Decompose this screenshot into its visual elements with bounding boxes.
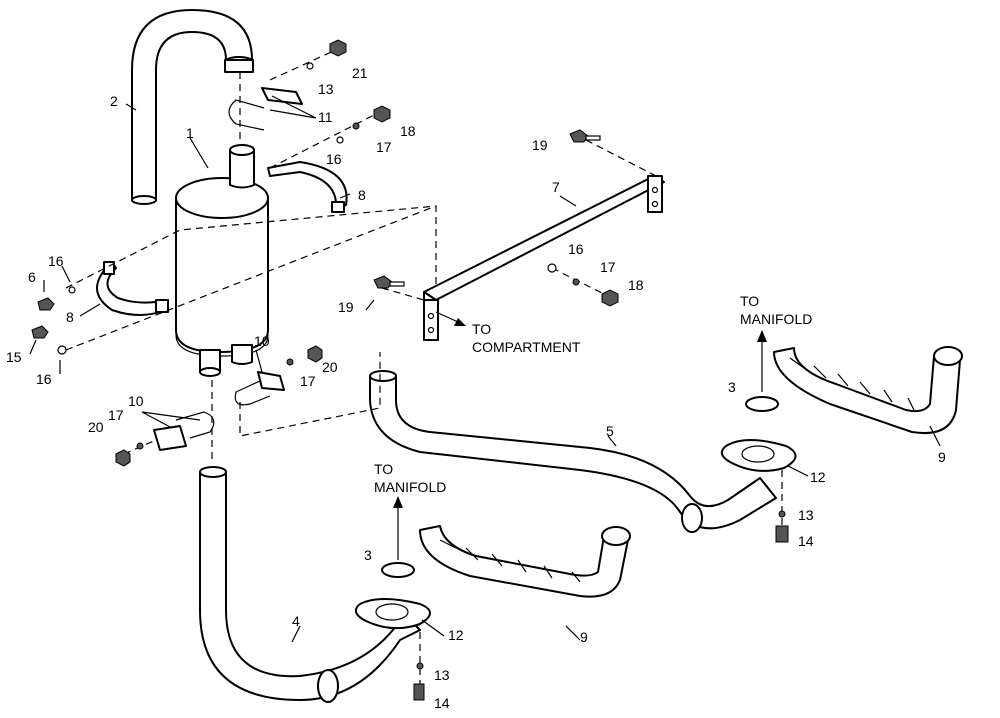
callout-13: 13 xyxy=(318,81,334,97)
u-bolt-clamp-upper xyxy=(228,87,303,131)
to-compartment-label-line1: TO xyxy=(472,321,491,337)
exhaust-pipe-lower xyxy=(199,466,421,703)
assembly-lines xyxy=(65,47,783,690)
callout-1: 1 xyxy=(186,125,194,141)
callout-19: 19 xyxy=(338,299,354,315)
callout-2: 2 xyxy=(110,93,118,109)
callout-10: 10 xyxy=(128,393,144,409)
callout-3: 3 xyxy=(728,379,736,395)
callout-12: 12 xyxy=(810,469,826,485)
exhaust-pipe-right xyxy=(369,370,777,533)
callout-12: 12 xyxy=(448,627,464,643)
insulated-pipe-center xyxy=(419,525,631,598)
callout-17: 17 xyxy=(300,373,316,389)
to-compartment-arrow xyxy=(435,311,466,326)
callout-10: 10 xyxy=(254,333,270,349)
gasket-center xyxy=(381,562,415,578)
callout-7: 7 xyxy=(552,179,560,195)
stack-pipe xyxy=(131,9,254,205)
flange-right xyxy=(720,439,797,472)
callout-16: 16 xyxy=(568,241,584,257)
callout-18: 18 xyxy=(628,277,644,293)
callout-20: 20 xyxy=(88,419,104,435)
callout-11: 11 xyxy=(318,109,333,125)
leader-lines xyxy=(29,95,941,643)
callout-5: 5 xyxy=(606,423,614,439)
callout-8: 8 xyxy=(358,187,366,203)
callout-19: 19 xyxy=(532,137,548,153)
muffler xyxy=(175,144,269,377)
callout-8: 8 xyxy=(66,309,74,325)
callout-9: 9 xyxy=(580,629,588,645)
direction-notes: TO MANIFOLD TO MANIFOLD TO COMPARTMENT xyxy=(374,293,812,495)
to-manifold-label-right-line1: TO xyxy=(740,293,759,309)
callout-16: 16 xyxy=(326,151,342,167)
callout-9: 9 xyxy=(938,449,946,465)
muffler-strap-upper xyxy=(267,161,348,213)
callout-21: 21 xyxy=(352,65,368,81)
callout-4: 4 xyxy=(292,613,300,629)
callout-20: 20 xyxy=(322,359,338,375)
gasket-right xyxy=(745,396,779,412)
to-manifold-label-center-line1: TO xyxy=(374,461,393,477)
to-manifold-label-right-line2: MANIFOLD xyxy=(740,311,812,327)
callout-17: 17 xyxy=(600,259,616,275)
callout-14: 14 xyxy=(798,533,814,549)
callout-17: 17 xyxy=(376,139,392,155)
mounting-bracket xyxy=(423,175,665,341)
insulated-pipe-right xyxy=(773,346,963,434)
callout-3: 3 xyxy=(364,547,372,563)
flange-lower xyxy=(354,598,431,630)
to-manifold-arrow-right xyxy=(757,330,767,392)
callout-17: 17 xyxy=(108,407,124,423)
callout-numbers: 1 2 3 3 4 5 6 7 8 8 9 9 10 10 11 12 12 1… xyxy=(6,65,946,711)
callout-16: 16 xyxy=(36,371,52,387)
callout-13: 13 xyxy=(798,507,814,523)
callout-6: 6 xyxy=(28,269,36,285)
to-manifold-label-center-line2: MANIFOLD xyxy=(374,479,446,495)
callout-13: 13 xyxy=(434,667,450,683)
hardware xyxy=(31,39,789,701)
callout-15: 15 xyxy=(6,349,22,365)
callout-18: 18 xyxy=(400,123,416,139)
to-manifold-arrow-center xyxy=(393,496,403,560)
callout-14: 14 xyxy=(434,695,450,711)
callout-16: 16 xyxy=(48,253,64,269)
to-compartment-label-line2: COMPARTMENT xyxy=(472,339,581,355)
muffler-strap-lower xyxy=(96,261,169,316)
u-bolt-clamp-middle xyxy=(234,371,285,406)
